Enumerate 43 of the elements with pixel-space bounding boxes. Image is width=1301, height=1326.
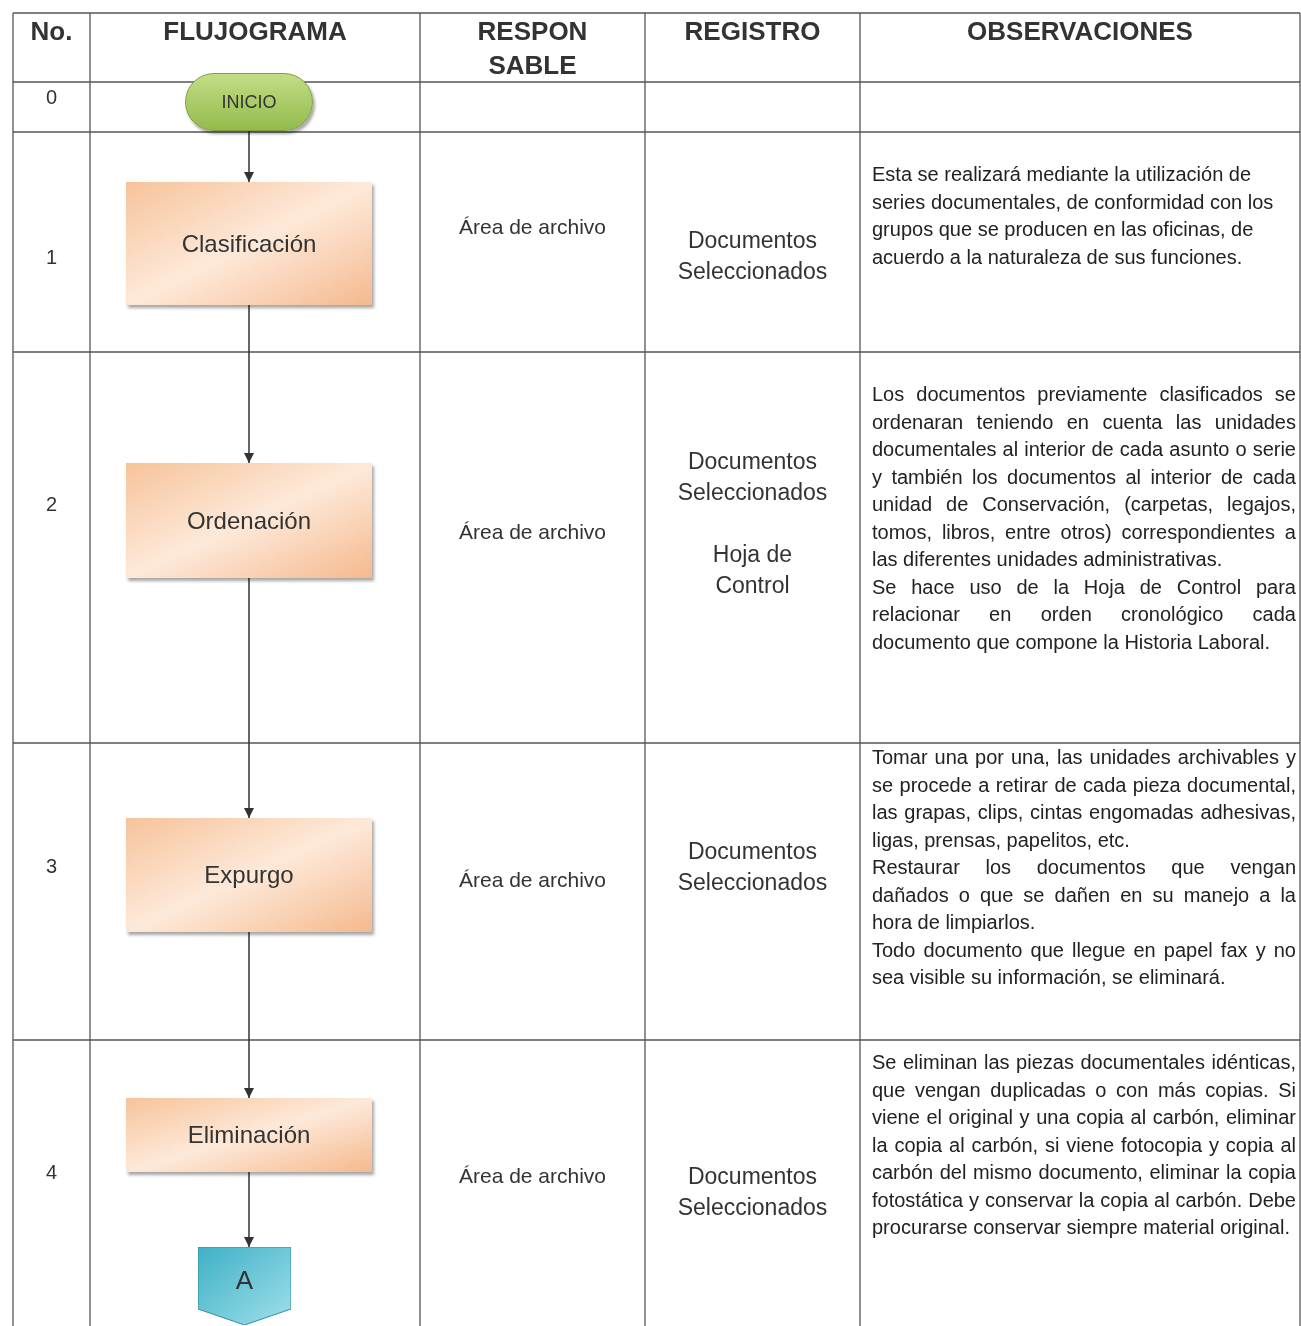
arrow — [243, 931, 255, 1099]
process-box — [126, 463, 372, 578]
observation-text: Esta se realizará mediante la utilización de series documentales, de conformidad con los grupos que se producen en las oficinas, de acuerdo a la naturaleza de sus funciones. — [872, 162, 1275, 270]
process-box — [126, 182, 372, 305]
node-label: INICIO — [221, 90, 277, 114]
record-text: Documentos Seleccionados — [676, 226, 829, 286]
record-text: Documentos Seleccionados — [676, 837, 829, 897]
node-label: Clasificación — [181, 228, 317, 259]
start-terminal — [185, 73, 313, 131]
arrow — [243, 304, 255, 464]
node-label: Expurgo — [204, 860, 294, 890]
observation-text: Se eliminan las piezas documentales idénticas, que vengan duplicadas o con más copias. Si viene el original y una copia al carbón, eliminar la copia al carbón, si viene fotocopia y copia al carbón del mismo documento, eliminar la copia fotostática y conservar la copia al carbón. Debe procurarse conservar siempre material original. — [872, 1050, 1296, 1240]
observation-text: Restaurar los documentos que vengan dañados o que se dañen en su manejo a la hora de limpiarlos. — [872, 855, 1296, 935]
arrow — [243, 577, 255, 819]
column-header: REGISTRO — [683, 15, 822, 48]
column-header: FLUJOGRAMA — [162, 15, 348, 48]
observation-text: Todo documento que llegue en papel fax y no sea visible su información, se eliminará. — [872, 937, 1296, 990]
record-text: Hoja de Control — [711, 540, 794, 600]
arrow — [243, 130, 255, 183]
node-label: Ordenación — [186, 505, 312, 536]
responsible-text: Área de archivo — [457, 214, 608, 240]
step-number: 4 — [44, 1160, 59, 1184]
arrow — [243, 1171, 255, 1248]
column-header: RESPON SABLE — [476, 15, 589, 82]
observation-text: Se hace uso de la Hoja de Control para relacionar en orden cronológico cada documento que compone la Historia Laboral. — [872, 574, 1296, 655]
column-header: No. — [29, 15, 74, 48]
process-box — [126, 1098, 372, 1172]
node-label: Eliminación — [187, 1120, 311, 1150]
observation-text: Los documentos previamente clasificados se ordenaran teniendo en cuenta las unidades documentales al interior de cada asunto o serie y también los documentos al interior de cada unidad de Conservación, (carpetas, legajos, tomos, libros, entre otros) correspondientes a las diferentes unidades administrativas. — [872, 382, 1296, 572]
column-header: OBSERVACIONES — [966, 15, 1194, 48]
node-label: A — [235, 1263, 254, 1297]
step-number: 0 — [44, 85, 59, 109]
process-box — [126, 818, 372, 932]
responsible-text: Área de archivo — [457, 1163, 608, 1189]
step-number: 3 — [44, 854, 59, 878]
responsible-text: Área de archivo — [457, 519, 608, 545]
record-text: Documentos Seleccionados — [676, 447, 829, 507]
step-number: 1 — [44, 245, 59, 269]
observation-text: Tomar una por una, las unidades archivables y se procede a retirar de cada pieza documental, las grapas, clips, cintas engomadas adhesivas, ligas, prensas, papelitos, etc. — [872, 745, 1296, 853]
off-page-connector — [198, 1247, 291, 1325]
record-text: Documentos Seleccionados — [676, 1162, 829, 1222]
step-number: 2 — [44, 492, 59, 516]
responsible-text: Área de archivo — [457, 867, 608, 893]
